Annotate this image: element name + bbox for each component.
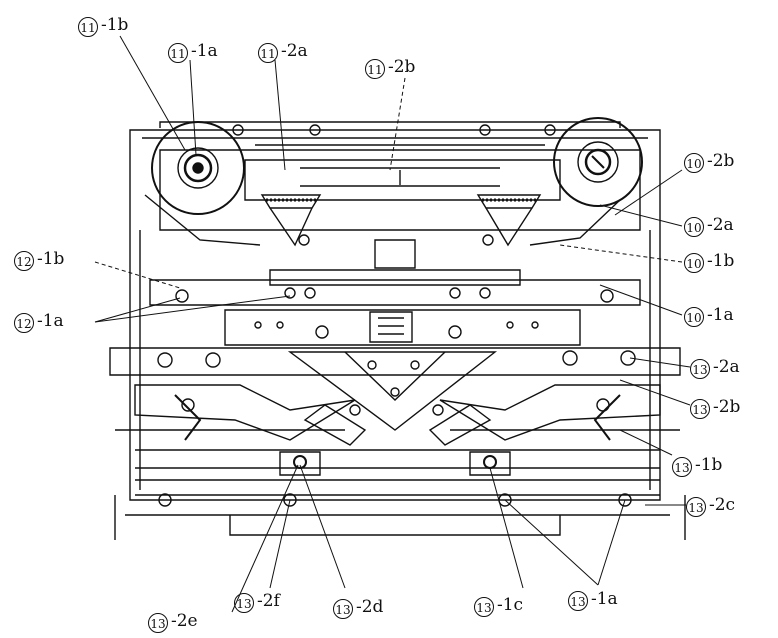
center-links	[303, 404, 492, 446]
label-10-1b: 10-1b	[684, 252, 734, 273]
label-11-1b: 11-1b	[78, 16, 128, 37]
right-reel	[553, 117, 643, 207]
label-10-2b: 10-2b	[684, 152, 734, 173]
label-10-2a: 10-2a	[684, 216, 734, 237]
center-plate	[224, 309, 581, 346]
right-gear	[476, 194, 542, 247]
label-11-2b: 11-2b	[365, 58, 415, 79]
lower-bar	[109, 347, 681, 431]
upper-plate	[159, 124, 641, 231]
label-10-1a: 10-1a	[684, 306, 734, 327]
housing-frame	[129, 121, 661, 501]
left-lever	[115, 384, 356, 441]
label-12-1b: 12-1b	[14, 250, 64, 271]
label-13-1a: 13-1a	[568, 590, 618, 611]
label-11-1a: 11-1a	[168, 42, 218, 63]
leader-lines	[94, 35, 691, 613]
label-12-1a: 12-1a	[14, 312, 64, 333]
left-reel	[151, 121, 245, 215]
label-13-1b: 13-1b	[672, 456, 722, 477]
label-11-2a: 11-2a	[258, 42, 308, 63]
label-13-2b: 13-2b	[690, 398, 740, 419]
label-13-2f: 13-2f	[234, 592, 280, 613]
right-lever	[439, 384, 680, 441]
label-13-2e: 13-2e	[148, 612, 198, 633]
label-13-2d: 13-2d	[333, 598, 383, 619]
label-13-1c: 13-1c	[474, 596, 523, 617]
left-gear	[260, 194, 322, 247]
bottom-tracks	[114, 449, 686, 540]
middle-rail	[149, 239, 641, 306]
label-13-2a: 13-2a	[690, 358, 740, 379]
label-13-2c: 13-2c	[686, 496, 735, 517]
